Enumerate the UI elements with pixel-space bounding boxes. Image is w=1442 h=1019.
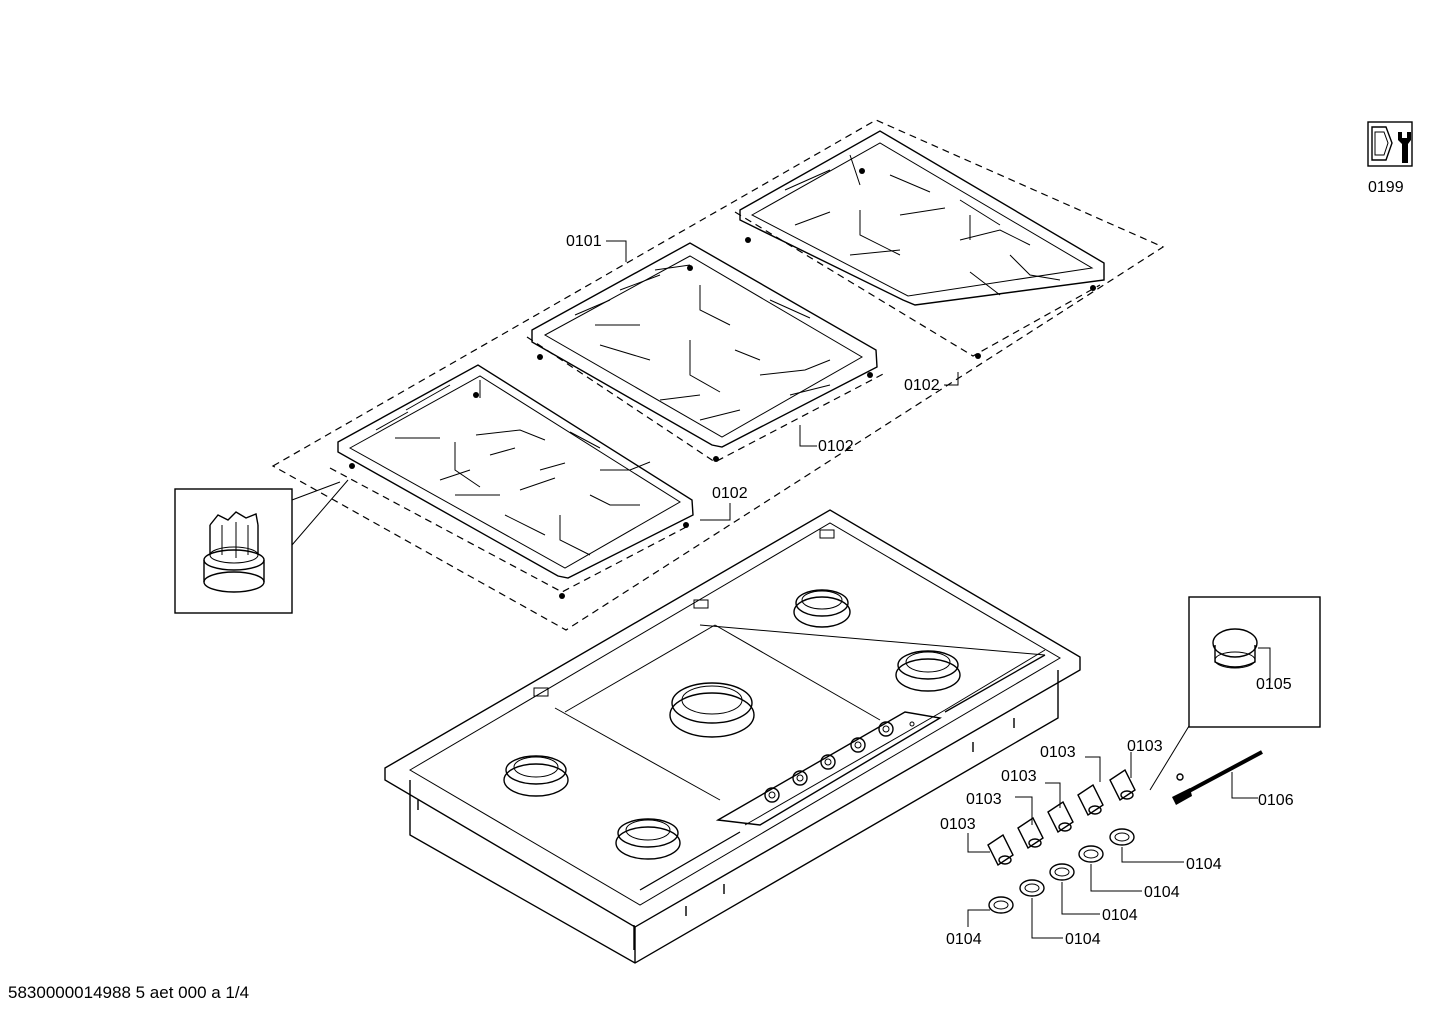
grate-assembly-outline — [271, 119, 1165, 631]
label-0102-center: 0102 — [818, 438, 854, 455]
drawing-id-footer: 5830000014988 5 aet 000 a 1/4 — [8, 983, 250, 1002]
burner-front-left — [615, 818, 681, 860]
knob-3 — [1047, 800, 1074, 834]
knob-seats — [764, 721, 915, 803]
tool-wrench-icon — [1367, 121, 1413, 167]
label-0103-5: 0103 — [940, 816, 976, 833]
label-0106: 0106 — [1258, 792, 1294, 809]
label-0104-3: 0104 — [1102, 907, 1138, 924]
label-0103-4: 0103 — [966, 791, 1002, 808]
ignitor-part — [1172, 750, 1263, 805]
knob-1 — [1109, 768, 1136, 802]
label-0101: 0101 — [566, 233, 602, 250]
burner-center — [669, 682, 755, 738]
knobs — [987, 768, 1136, 867]
burner-back-right — [793, 589, 851, 628]
burner-left — [503, 755, 569, 797]
label-0102-right: 0102 — [904, 377, 940, 394]
label-0103-2: 0103 — [1040, 744, 1076, 761]
label-0104-5: 0104 — [946, 931, 982, 948]
grate-right — [739, 130, 1105, 359]
rings — [988, 828, 1135, 914]
label-0103-1: 0103 — [1127, 738, 1163, 755]
knob-2 — [1077, 783, 1104, 817]
leader-lines — [606, 240, 1271, 939]
label-0104-1: 0104 — [1186, 856, 1222, 873]
knob-4 — [1017, 816, 1044, 850]
grate-left — [337, 364, 694, 599]
label-0105: 0105 — [1256, 676, 1292, 693]
burner-cap-detail — [1149, 596, 1321, 791]
cooktop-body — [384, 509, 1081, 964]
grate-center — [531, 242, 878, 462]
burner-right — [895, 650, 961, 692]
label-0102-left: 0102 — [712, 485, 748, 502]
label-0199: 0199 — [1368, 179, 1404, 196]
label-0103-3: 0103 — [1001, 768, 1037, 785]
label-0104-4: 0104 — [1065, 931, 1101, 948]
label-0104-2: 0104 — [1144, 884, 1180, 901]
knob-5 — [987, 833, 1014, 867]
rubber-foot-detail — [174, 479, 349, 614]
